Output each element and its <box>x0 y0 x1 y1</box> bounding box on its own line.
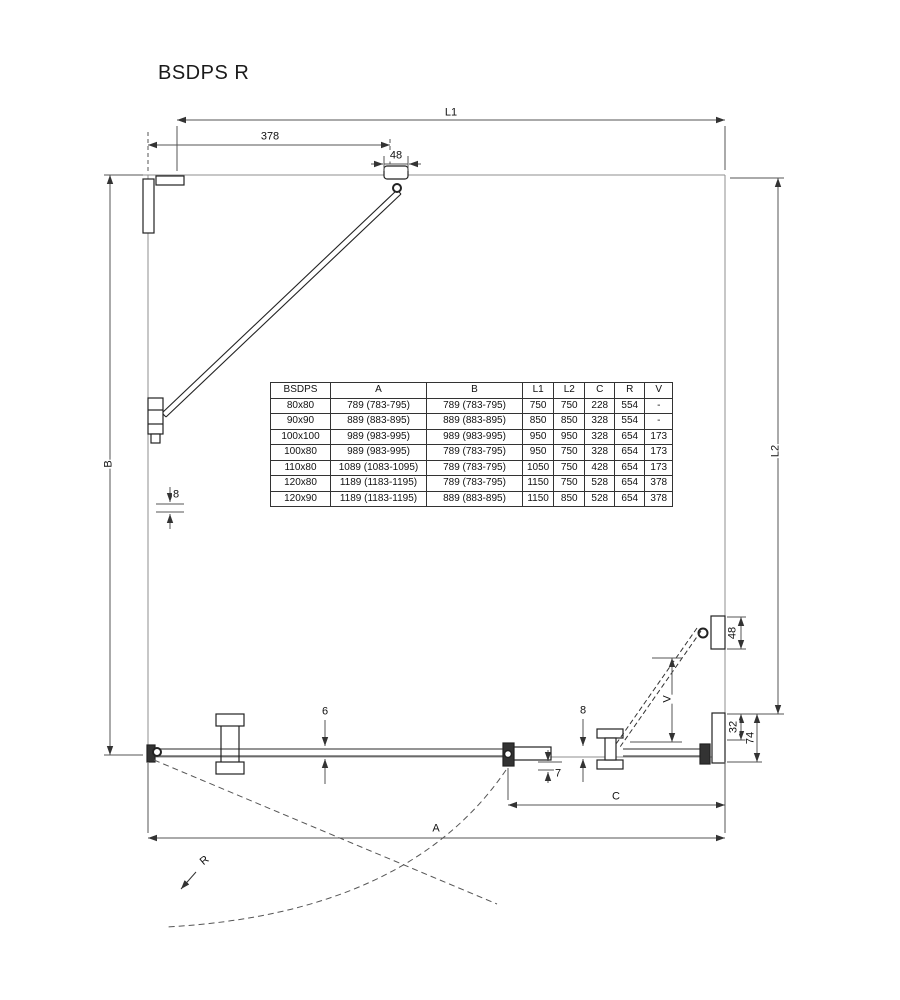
col-header: R <box>614 382 646 399</box>
table-cell: 789 (783-795) <box>426 459 523 476</box>
table-cell: 989 (983-995) <box>426 428 523 445</box>
dim-label-6: 6 <box>320 705 330 718</box>
table-row: 120x80 1189 (1183-1195) 789 (783-795) 11… <box>270 475 674 492</box>
dim-label-v: V <box>661 694 674 704</box>
table-row: 100x100 989 (983-995) 989 (983-995) 950 … <box>270 428 674 445</box>
dim-label-l2: L2 <box>769 443 782 459</box>
table-cell: 173 <box>644 428 674 445</box>
profiles-and-fittings <box>142 165 726 775</box>
table-cell: 378 <box>644 490 674 507</box>
size-table: BSDPS A B L1 L2 C R V 80x80 789 (783-795… <box>270 382 674 507</box>
table-cell: - <box>644 397 674 414</box>
table-cell: 850 <box>553 413 586 430</box>
table-cell: 554 <box>614 397 646 414</box>
table-cell: 850 <box>521 413 555 430</box>
col-header: L2 <box>553 382 586 399</box>
dim-label-7: 7 <box>553 767 563 780</box>
col-header: V <box>644 382 674 399</box>
table-cell: - <box>644 413 674 430</box>
table-cell: 528 <box>584 475 616 492</box>
glass-panels <box>158 748 700 757</box>
size-table-header: BSDPS A B L1 L2 C R V <box>270 382 674 399</box>
col-header: C <box>584 382 616 399</box>
dim-label-378: 378 <box>259 130 281 143</box>
dim-label-8-left: 8 <box>171 488 181 501</box>
dim-label-l1: L1 <box>443 106 459 119</box>
dim-label-32: 32 <box>727 719 740 735</box>
col-header: B <box>426 382 523 399</box>
table-cell: 654 <box>614 459 646 476</box>
table-cell: 173 <box>644 444 674 461</box>
table-row: 100x80 989 (983-995) 789 (783-795) 950 7… <box>270 444 674 461</box>
table-cell: 1189 (1183-1195) <box>330 490 427 507</box>
size-table-body: 80x80 789 (783-795) 789 (783-795) 750 75… <box>270 397 674 507</box>
table-cell: 554 <box>614 413 646 430</box>
door-swing-dashed <box>153 627 702 928</box>
table-cell: 789 (783-795) <box>426 444 523 461</box>
drawing-title: BSDPS R <box>158 62 250 84</box>
table-cell: 889 (883-895) <box>426 490 523 507</box>
table-cell: 889 (883-895) <box>330 413 427 430</box>
table-row: 120x90 1189 (1183-1195) 889 (883-895) 11… <box>270 490 674 507</box>
table-cell: 110x80 <box>270 459 331 476</box>
dim-label-74: 74 <box>744 730 757 746</box>
table-cell: 654 <box>614 428 646 445</box>
dim-label-8-bottom: 8 <box>578 704 588 717</box>
table-cell: 789 (783-795) <box>330 397 427 414</box>
col-header: L1 <box>521 382 555 399</box>
table-cell: 950 <box>553 428 586 445</box>
table-cell: 173 <box>644 459 674 476</box>
table-cell: 654 <box>614 444 646 461</box>
dim-label-c: C <box>611 790 621 803</box>
table-header-row: BSDPS A B L1 L2 C R V <box>270 382 674 399</box>
table-cell: 1189 (1183-1195) <box>330 475 427 492</box>
dim-label-48-right: 48 <box>726 625 739 641</box>
table-cell: 750 <box>553 475 586 492</box>
table-cell: 750 <box>553 444 586 461</box>
table-cell: 328 <box>584 428 616 445</box>
table-cell: 328 <box>584 413 616 430</box>
table-cell: 750 <box>553 397 586 414</box>
table-cell: 850 <box>553 490 586 507</box>
dimension-lines <box>104 116 784 890</box>
table-cell: 989 (983-995) <box>330 444 427 461</box>
table-cell: 100x100 <box>270 428 331 445</box>
dim-label-48-top: 48 <box>388 149 404 162</box>
dim-label-b: B <box>102 459 115 469</box>
table-cell: 789 (783-795) <box>426 475 523 492</box>
enclosure-walls <box>140 174 726 758</box>
table-cell: 989 (983-995) <box>330 428 427 445</box>
table-cell: 528 <box>584 490 616 507</box>
table-cell: 328 <box>584 444 616 461</box>
table-cell: 889 (883-895) <box>426 413 523 430</box>
table-cell: 654 <box>614 490 646 507</box>
table-row: 110x80 1089 (1083-1095) 789 (783-795) 10… <box>270 459 674 476</box>
table-cell: 428 <box>584 459 616 476</box>
table-cell: 1150 <box>521 475 555 492</box>
table-cell: 1150 <box>521 490 555 507</box>
dim-label-a: A <box>431 822 441 835</box>
table-cell: 654 <box>614 475 646 492</box>
table-cell: 950 <box>521 428 555 445</box>
table-cell: 378 <box>644 475 674 492</box>
col-header: A <box>330 382 427 399</box>
table-cell: 228 <box>584 397 616 414</box>
table-cell: 120x80 <box>270 475 331 492</box>
table-cell: 120x90 <box>270 490 331 507</box>
table-cell: 80x80 <box>270 397 331 414</box>
table-cell: 1050 <box>521 459 555 476</box>
table-cell: 1089 (1083-1095) <box>330 459 427 476</box>
table-cell: 950 <box>521 444 555 461</box>
table-row: 80x80 789 (783-795) 789 (783-795) 750 75… <box>270 397 674 414</box>
table-row: 90x90 889 (883-895) 889 (883-895) 850 85… <box>270 413 674 430</box>
table-cell: 789 (783-795) <box>426 397 523 414</box>
col-header: BSDPS <box>270 382 331 399</box>
table-cell: 100x80 <box>270 444 331 461</box>
table-cell: 750 <box>521 397 555 414</box>
table-cell: 90x90 <box>270 413 331 430</box>
table-cell: 750 <box>553 459 586 476</box>
